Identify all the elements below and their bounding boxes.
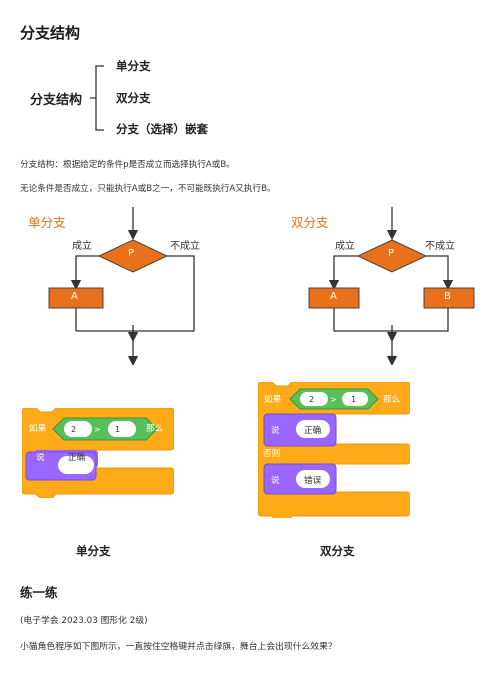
exercise-heading: 练一练 bbox=[20, 585, 58, 600]
caption-double: 双分支 bbox=[320, 544, 355, 558]
tree-bracket bbox=[90, 65, 104, 131]
tree-item-double: 双分支 bbox=[116, 91, 151, 105]
exercise-source: (电子学会 2023.03 图形化 2级) bbox=[20, 616, 148, 626]
condition-diamond bbox=[97, 239, 169, 273]
flowchart-single-no: 不成立 bbox=[170, 241, 200, 252]
condition-diamond bbox=[356, 239, 428, 273]
tree-item-single: 单分支 bbox=[116, 59, 151, 73]
caption-single: 单分支 bbox=[76, 544, 111, 558]
scratch-double-operator: > bbox=[330, 394, 337, 404]
flowchart-single-box-a: A bbox=[71, 291, 78, 302]
flowchart-single-yes: 成立 bbox=[72, 241, 92, 252]
scratch-single-say-label: 说 bbox=[36, 453, 45, 463]
scratch-if-block bbox=[22, 408, 174, 498]
scratch-double-say-true: 正确 bbox=[304, 426, 322, 436]
scratch-double-right-value: 1 bbox=[351, 394, 357, 404]
flowchart-double-no: 不成立 bbox=[425, 241, 455, 252]
page-title: 分支结构 bbox=[20, 24, 81, 42]
scratch-single-then-label: 那么 bbox=[146, 424, 164, 434]
exercise-question: 小猫角色程序如下图所示，一直按住空格键并点击绿旗，舞台上会出现什么效果？ bbox=[20, 642, 337, 652]
scratch-double-say-label-false: 说 bbox=[271, 476, 280, 486]
flowchart-single bbox=[48, 207, 195, 365]
scratch-double-if-label: 如果 bbox=[264, 395, 282, 405]
scratch-double-say-false: 错误 bbox=[304, 476, 322, 486]
scratch-single-left-value: 2 bbox=[71, 424, 77, 434]
flowchart-double-title: 双分支 bbox=[291, 215, 329, 230]
flowchart-double-cond: P bbox=[388, 248, 395, 259]
tree-root-label: 分支结构 bbox=[30, 93, 83, 108]
paragraph-exclusive: 无论条件是否成立，只能执行A或B之一，不可能既执行A又执行B。 bbox=[20, 184, 276, 194]
tree-item-nested: 分支（选择）嵌套 bbox=[116, 122, 208, 136]
scratch-double-say-label-true: 说 bbox=[271, 426, 280, 436]
flowchart-double-box-a: A bbox=[330, 291, 337, 302]
flowchart-single-title: 单分支 bbox=[28, 215, 66, 230]
flowchart-double-yes: 成立 bbox=[335, 241, 355, 252]
scratch-single-right-value: 1 bbox=[115, 424, 121, 434]
scratch-double-then-label: 那么 bbox=[383, 395, 401, 405]
flowchart-double bbox=[308, 207, 475, 365]
scratch-double-else-label: 否则 bbox=[263, 449, 281, 459]
scratch-single-if-label: 如果 bbox=[29, 424, 47, 434]
scratch-double-left-value: 2 bbox=[309, 394, 315, 404]
scratch-single-say-text: 正确 bbox=[68, 453, 86, 463]
flowchart-double-box-b: B bbox=[444, 291, 451, 302]
paragraph-definition: 分支结构：根据给定的条件p是否成立而选择执行A或B。 bbox=[20, 160, 235, 170]
scratch-single-operator: > bbox=[94, 424, 101, 434]
scratch-if-else-block bbox=[258, 382, 410, 518]
flowchart-single-cond: P bbox=[128, 248, 135, 259]
process-box-b bbox=[423, 287, 475, 309]
